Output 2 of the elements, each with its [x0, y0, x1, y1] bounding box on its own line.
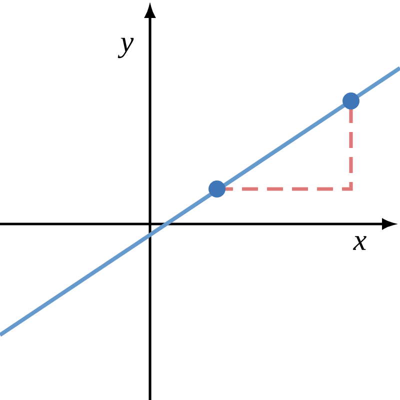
axis-label: y	[118, 38, 134, 58]
axis-label: x	[352, 236, 366, 250]
